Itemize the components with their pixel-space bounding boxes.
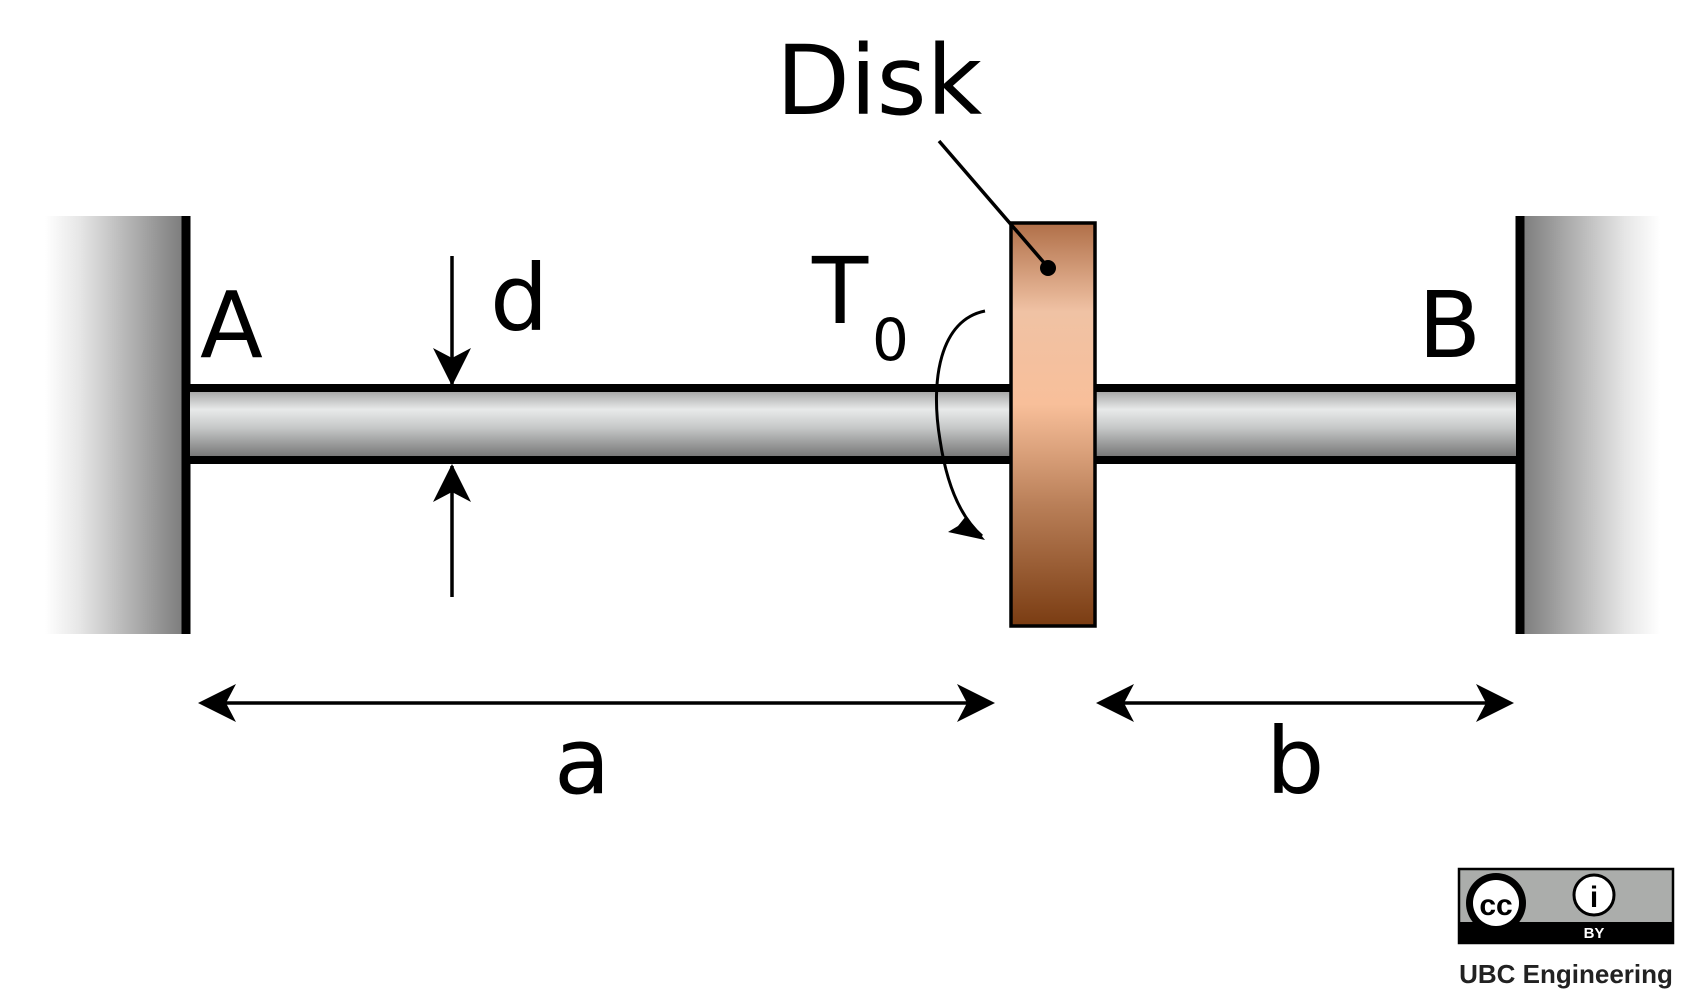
torque-subscript: 0 — [872, 306, 909, 374]
cc-by-badge: cc i BY — [1457, 867, 1675, 945]
torque-label: T — [811, 238, 869, 345]
dimension-b — [1096, 684, 1514, 722]
right-wall — [1515, 216, 1660, 634]
disk-label: Disk — [776, 25, 983, 137]
by-label: BY — [1584, 925, 1605, 942]
length-a-label: a — [554, 708, 610, 815]
disk-leader-line — [937, 139, 1048, 267]
dimension-a — [198, 684, 995, 722]
svg-text:i: i — [1590, 881, 1598, 914]
attribution-icon: i — [1572, 873, 1616, 917]
left-wall — [45, 216, 191, 634]
cc-icon: cc — [1466, 873, 1526, 933]
length-b-label: b — [1266, 708, 1324, 815]
torque-arrow — [934, 309, 986, 538]
disk — [1009, 221, 1097, 628]
end-a-label: A — [200, 272, 263, 379]
disk-leader-dot — [1040, 260, 1056, 276]
diameter-label: d — [490, 245, 548, 352]
end-b-label: B — [1418, 272, 1481, 379]
torque-arrowhead — [948, 516, 985, 540]
credit-text: UBC Engineering — [1459, 959, 1673, 989]
shaft — [190, 384, 1516, 464]
svg-text:cc: cc — [1479, 889, 1512, 922]
diameter-dimension — [433, 256, 471, 597]
